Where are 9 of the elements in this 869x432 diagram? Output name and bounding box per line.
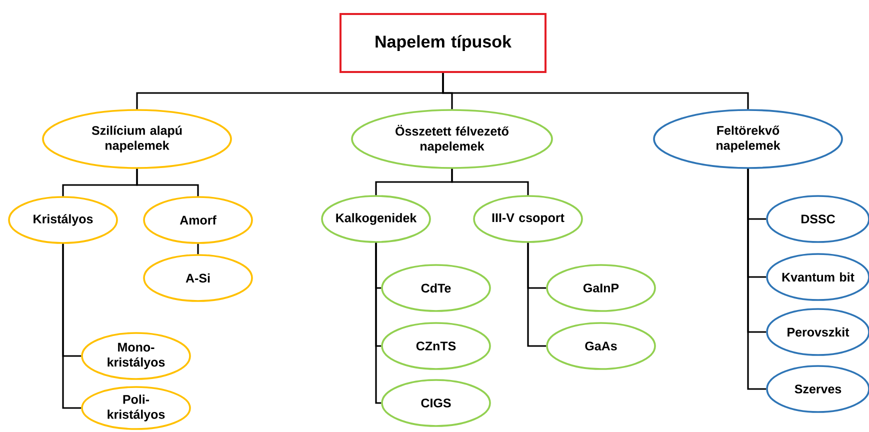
connector-line [747,168,766,390]
title-box: Napelem típusok [340,13,546,73]
connector-line [197,244,199,254]
connector-line [136,168,199,196]
connector-line [527,242,546,347]
connector-line [62,244,82,409]
connector-line [451,168,529,196]
connector-line [375,242,382,404]
connector-line [442,73,749,110]
